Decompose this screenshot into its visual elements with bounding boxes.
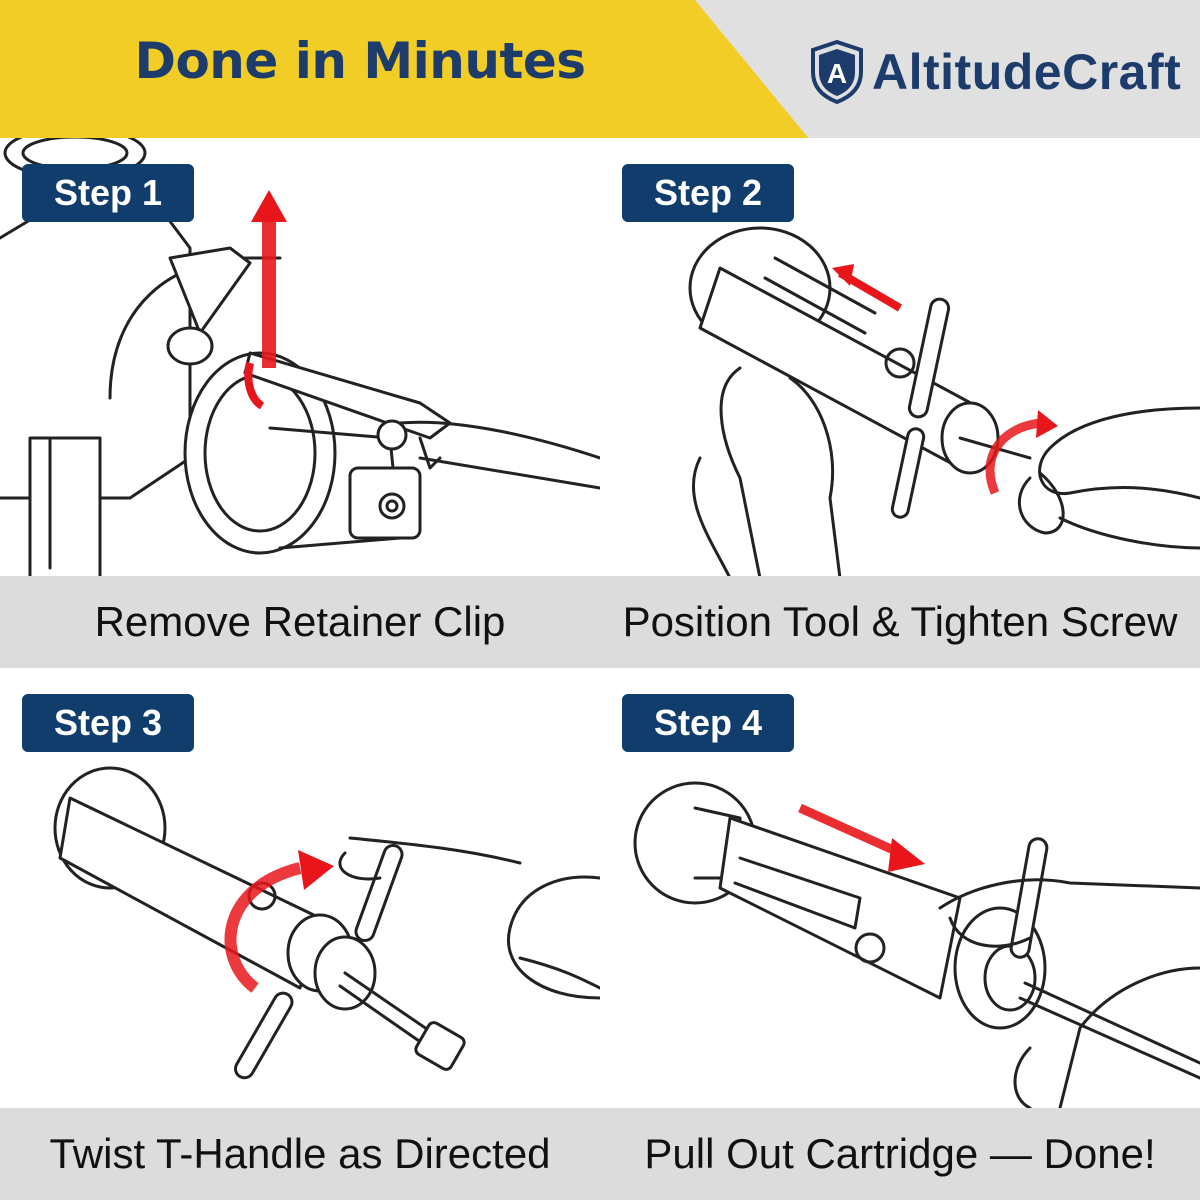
step-3-panel: Step 3 Twist T-Handle as Directed [0,668,602,1200]
step-2-caption-bar: Position Tool & Tighten Screw [600,576,1200,668]
headline: Done in Minutes [134,32,586,90]
step-4-caption-bar: Pull Out Cartridge — Done! [600,1108,1200,1200]
step-1-caption-bar: Remove Retainer Clip [0,576,600,668]
step-1-caption: Remove Retainer Clip [94,598,506,645]
step-1-badge: Step 1 [22,164,194,222]
step-3-badge: Step 3 [22,694,194,752]
header: Done in Minutes A AltitudeCraft [0,0,1200,150]
step-3-caption-bar: Twist T-Handle as Directed [0,1108,600,1200]
brand-logo: A AltitudeCraft [810,40,1181,104]
twist-arrow [224,850,334,993]
step-1-panel: Step 1 Remove Retainer Clip [0,138,602,670]
up-arrow [244,190,287,410]
shield-logo-icon: A [811,40,863,104]
step-4-badge: Step 4 [622,694,794,752]
direction-arrows [832,264,1058,495]
step-3-caption: Twist T-Handle as Directed [49,1130,551,1177]
header-background [0,0,1200,150]
step-4-caption: Pull Out Cartridge — Done! [644,1130,1156,1177]
step-4-illustration [633,781,1200,1108]
step-3-illustration [53,766,600,1080]
brand-name: AltitudeCraft [872,44,1182,100]
step-1-illustration [0,138,600,578]
step-2-caption: Position Tool & Tighten Screw [622,598,1178,645]
pull-arrow [798,803,925,872]
step-4-panel: Step 4 Pull Out Cartridge — Done! [600,668,1200,1200]
step-2-panel: Step 2 Position Tool & Tighten Screw [600,138,1200,670]
step-2-badge: Step 2 [622,164,794,222]
svg-text:A: A [827,58,847,89]
step-2-illustration [688,226,1200,578]
